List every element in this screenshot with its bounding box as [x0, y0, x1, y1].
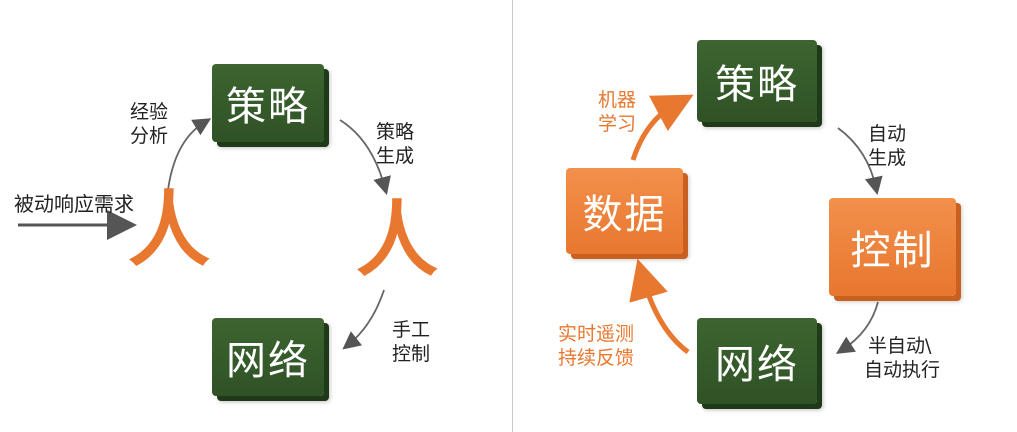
right-strategy-block: 策略: [697, 40, 817, 122]
manual-control-arrow: [342, 289, 385, 350]
strategy-gen-arrow: [339, 119, 391, 195]
panel-divider: [512, 0, 513, 432]
person-icon-right: 人: [356, 193, 439, 288]
right-network-block: 网络: [697, 318, 817, 404]
right-network-label: 网络: [715, 342, 799, 388]
left-strategy-block: 策略: [212, 64, 324, 142]
control-label: 控制: [850, 228, 935, 274]
data-block: 数据: [566, 168, 683, 254]
ml-arrow: [630, 94, 694, 161]
left-strategy-label: 策略: [226, 84, 310, 130]
experience-analysis-label: 经验 分析: [130, 101, 169, 147]
auto-gen-arrow: [837, 127, 883, 196]
right-strategy-label: 策略: [715, 62, 799, 108]
control-block: 控制: [829, 198, 956, 296]
telemetry-arrow: [629, 258, 690, 355]
left-network-block: 网络: [212, 318, 324, 396]
person-icon-left: 人: [128, 183, 211, 278]
semi-auto-execution-label: 半自动\ 自动执行: [864, 335, 941, 381]
passive-response-label: 被动响应需求: [14, 192, 134, 216]
manual-control-label: 手工 控制: [392, 319, 431, 365]
data-label: 数据: [582, 192, 667, 238]
left-network-label: 网络: [226, 338, 310, 384]
auto-generation-label: 自动 生成: [868, 123, 907, 169]
telemetry-feedback-label: 实时遥测 持续反馈: [558, 323, 635, 369]
strategy-generation-label: 策略 生成: [376, 121, 415, 167]
semi-auto-arrow: [835, 301, 879, 354]
experience-arrow: [167, 118, 212, 191]
machine-learning-label: 机器 学习: [598, 89, 637, 135]
